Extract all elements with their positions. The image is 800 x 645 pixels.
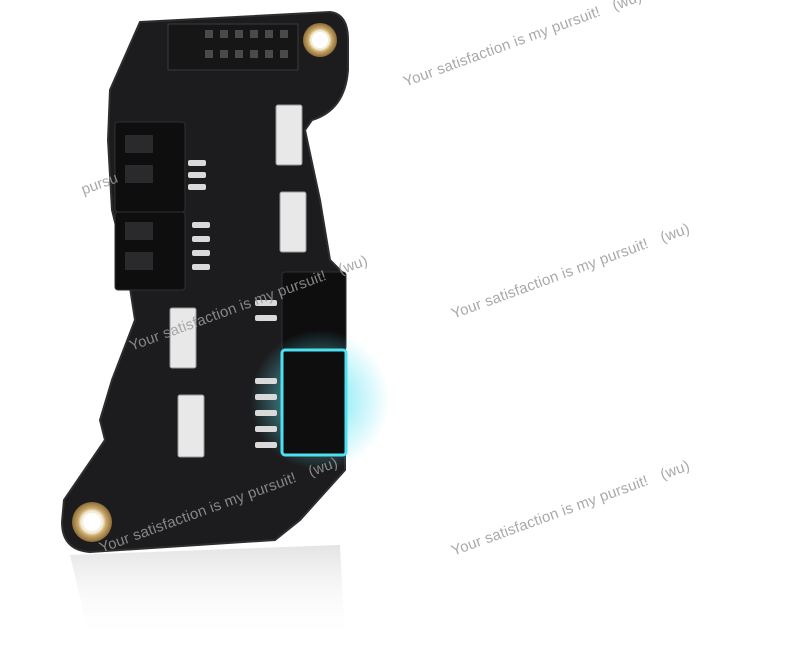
connector-right-lower — [280, 348, 348, 457]
header-pin-row — [205, 30, 288, 58]
header-pins — [167, 23, 299, 71]
smd-components — [188, 160, 210, 270]
connector-white-left-lower — [177, 394, 205, 458]
connector-white-middle — [279, 191, 307, 253]
connector-white-left-upper — [169, 307, 197, 369]
board-reflection — [70, 545, 345, 640]
connector-white-upper — [275, 104, 303, 166]
